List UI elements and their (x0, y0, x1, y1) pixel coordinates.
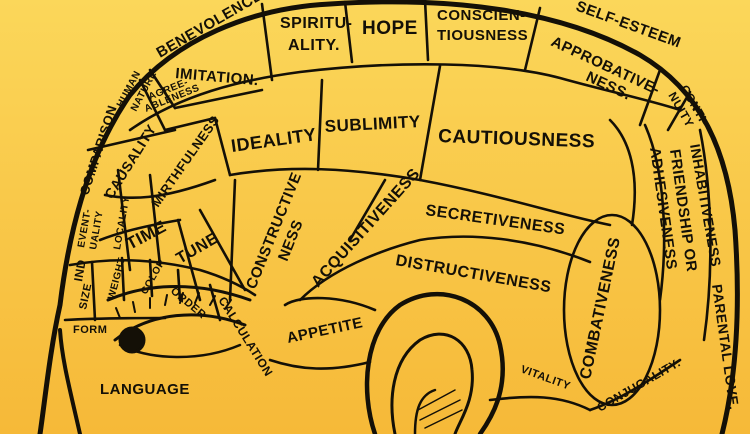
label-sublimity: SUBLIMITY (324, 112, 421, 136)
label-hope: HOPE (362, 18, 418, 39)
label-ideality: IDEALITY (230, 124, 318, 156)
label-spirituality-2: ALITY. (288, 37, 340, 54)
head-outline (37, 0, 740, 434)
label-mirthfulness: MIRTHFULNESS (148, 113, 222, 210)
label-conscientiousness-1: CONSCIEN- (437, 7, 526, 24)
label-acquisitiveness: ACQUISITIVENESS (308, 165, 423, 290)
nose-outline (58, 328, 82, 434)
label-secretiveness: SECRETIVENESS (424, 202, 566, 238)
eye-drawing (106, 285, 252, 359)
label-self-esteem: SELF-ESTEEM (574, 0, 684, 52)
label-calculation: CALCULATION (215, 294, 275, 379)
label-size: SIZE (77, 282, 94, 310)
label-tune: TUNE (174, 230, 222, 268)
label-appetite: APPETITE (285, 314, 364, 347)
label-conscientiousness-2: TIOUSNESS (437, 27, 528, 44)
label-conjugality: CONJUGALITY. (595, 355, 683, 414)
label-destructiveness: DISTRUCTIVENESS (394, 252, 552, 296)
region-dividers (63, 0, 712, 412)
label-individuality: IND (71, 258, 89, 282)
label-benevolence: BENEVOLENCE (154, 0, 266, 61)
label-combativeness: COMBATIVENESS (577, 236, 624, 381)
label-color: COLOR (139, 257, 168, 296)
ear-drawing (364, 291, 505, 434)
label-form: FORM (73, 324, 107, 336)
label-language: LANGUAGE (100, 381, 190, 398)
label-vitality: VITALITY (519, 364, 572, 393)
label-cautiousness: CAUTIOUSNESS (438, 126, 596, 152)
label-spirituality-1: SPIRITU- (280, 15, 352, 32)
label-time: TIME (123, 217, 170, 254)
